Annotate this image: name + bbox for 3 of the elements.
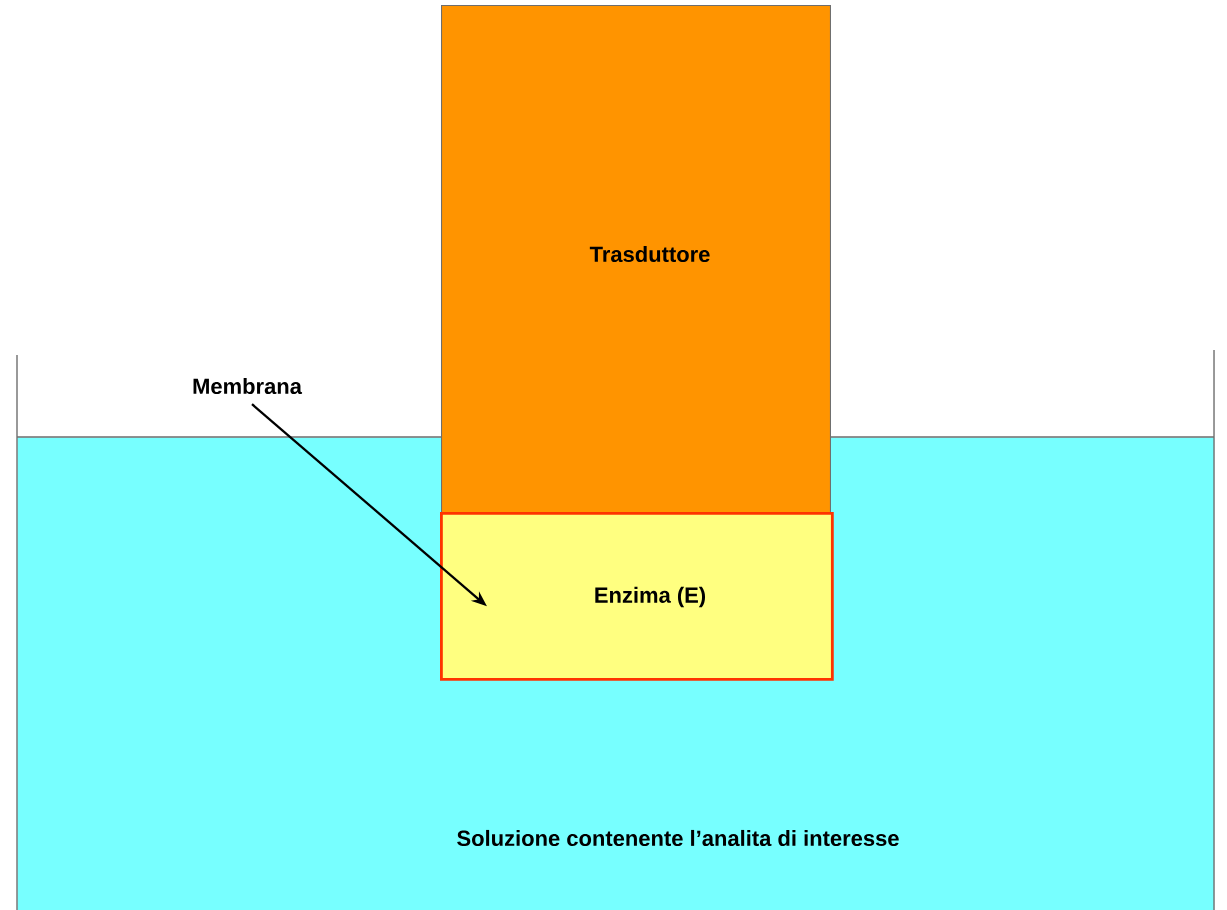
enzyme-layer: Enzima (E)	[440, 512, 834, 681]
part-label: Membrana	[193, 377, 303, 395]
transducer-block: Trasduttore	[441, 5, 831, 513]
